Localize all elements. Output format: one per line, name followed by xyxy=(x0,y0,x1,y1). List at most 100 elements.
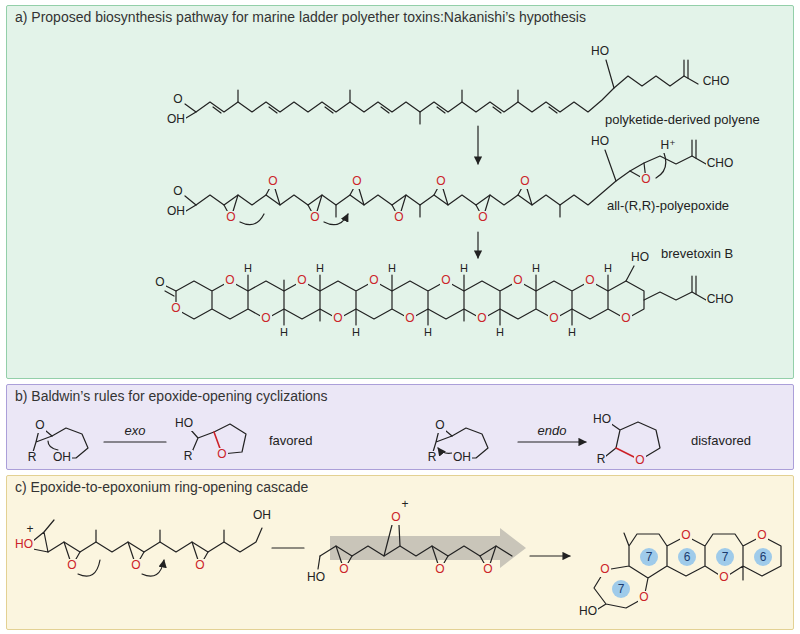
atom-label: + xyxy=(400,498,409,511)
panel-band: a) Proposed biosynthesis pathway for mar… xyxy=(6,5,794,379)
ring-size-circle: 7 xyxy=(612,580,630,598)
atom-label: O xyxy=(638,591,649,604)
atom-label: CHO xyxy=(706,157,735,170)
atom-label: H xyxy=(495,326,505,338)
ladder-bonds xyxy=(165,266,696,325)
atom-label: O xyxy=(599,563,610,576)
atom-label: HO xyxy=(306,571,326,584)
atom-label: CHO xyxy=(706,293,735,306)
atom-label: O xyxy=(440,274,451,287)
ring-size-circle: 7 xyxy=(716,548,734,566)
atom-label: O xyxy=(519,175,530,188)
atom-label: OH xyxy=(166,113,186,126)
thp-ring xyxy=(606,422,660,460)
thf-ring xyxy=(190,424,246,454)
product-ladder xyxy=(594,533,781,609)
reaction-mode-label: endo xyxy=(537,424,568,438)
atom-label: O xyxy=(548,312,559,325)
atom-label: O xyxy=(66,559,77,572)
atom-label: H xyxy=(531,262,541,274)
atom-label: CHO xyxy=(702,75,731,88)
atom-label: O xyxy=(434,563,445,576)
electron-arrow xyxy=(78,560,164,576)
atom-label: H xyxy=(351,326,361,338)
epoxide-bonds xyxy=(224,163,646,218)
atom-label: O xyxy=(216,448,227,461)
tether-chain xyxy=(452,428,488,458)
atom-label: O xyxy=(476,312,487,325)
atom-label: O xyxy=(332,312,343,325)
compound-name: brevetoxin B xyxy=(660,247,734,261)
atom-label: OH xyxy=(252,509,272,522)
atom-label: OH xyxy=(452,451,472,464)
atom-label: HO xyxy=(174,417,194,430)
atom-label: HO xyxy=(578,605,598,618)
polyepoxide-chain xyxy=(196,156,706,205)
ring-size-circle: 6 xyxy=(754,548,772,566)
atom-label: HO xyxy=(590,45,610,58)
ring-size-number: 7 xyxy=(646,551,653,563)
atom-label: O xyxy=(338,563,349,576)
atom-label: H xyxy=(603,262,613,274)
atom-label: O xyxy=(482,563,493,576)
reaction-arrow xyxy=(477,126,478,164)
atom-label: HO xyxy=(14,538,34,551)
atom-label: O xyxy=(172,185,183,198)
atom-label: O xyxy=(154,276,165,289)
atom-label: O xyxy=(260,312,271,325)
atom-label: O xyxy=(404,312,415,325)
atom-label: O xyxy=(225,211,236,224)
atom-label: O xyxy=(172,93,183,106)
atom-label: HO xyxy=(590,135,610,148)
ring-size-circle: 6 xyxy=(678,548,696,566)
atom-label: H xyxy=(459,262,469,274)
atom-label: O xyxy=(309,211,320,224)
epoxonium-bonds xyxy=(318,525,496,570)
ring-size-circle: 7 xyxy=(640,548,658,566)
atom-label: R xyxy=(183,450,194,463)
ring-size-number: 6 xyxy=(684,551,691,563)
atom-label: O xyxy=(435,175,446,188)
ladder-rings xyxy=(176,281,644,319)
atom-label: O xyxy=(393,211,404,224)
atom-label: O xyxy=(390,511,401,524)
atom-label: O xyxy=(34,419,45,432)
atom-label: H xyxy=(279,326,289,338)
polyene-chain xyxy=(196,76,698,112)
electron-arrow xyxy=(240,153,666,225)
ring-size-number: 6 xyxy=(760,551,767,563)
atom-label: OH xyxy=(166,205,186,218)
atom-label: HO xyxy=(630,251,650,264)
atom-label: H xyxy=(243,262,253,274)
atom-label: H xyxy=(567,326,577,338)
structure-group xyxy=(33,60,781,609)
panel-heading: c) Epoxide-to-epoxonium ring-opening cas… xyxy=(7,476,316,499)
atom-label: O xyxy=(620,312,631,325)
cascade-chain xyxy=(320,546,512,556)
atom-label: O xyxy=(718,571,729,584)
ring-size-number: 7 xyxy=(618,583,625,595)
atom-label: O xyxy=(512,274,523,287)
atom-label: + xyxy=(25,523,34,536)
polyene-bonds xyxy=(185,60,688,124)
compound-name: favored xyxy=(268,434,313,448)
atom-label: O xyxy=(351,175,362,188)
atom-label: H xyxy=(423,326,433,338)
tether-chain xyxy=(52,428,88,458)
atom-label: O xyxy=(130,559,141,572)
cascade-chain xyxy=(48,528,262,552)
reaction-mode-label: exo xyxy=(124,424,147,438)
panel-heading: b) Baldwin’s rules for epoxide-opening c… xyxy=(7,385,336,408)
atom-label: H⁺ xyxy=(660,139,677,152)
atom-label: HO xyxy=(592,413,612,426)
reaction-arrow xyxy=(104,441,586,442)
atom-label: O xyxy=(634,454,645,467)
atom-label: O xyxy=(296,274,307,287)
atom-label: R xyxy=(27,451,38,464)
atom-label: O xyxy=(640,173,651,186)
atom-label: O xyxy=(368,274,379,287)
reaction-arrow xyxy=(477,232,478,258)
atom-label: R xyxy=(427,451,438,464)
compound-name: all-(R,R)-polyepoxide xyxy=(606,199,730,213)
electron-arrow xyxy=(48,441,456,453)
